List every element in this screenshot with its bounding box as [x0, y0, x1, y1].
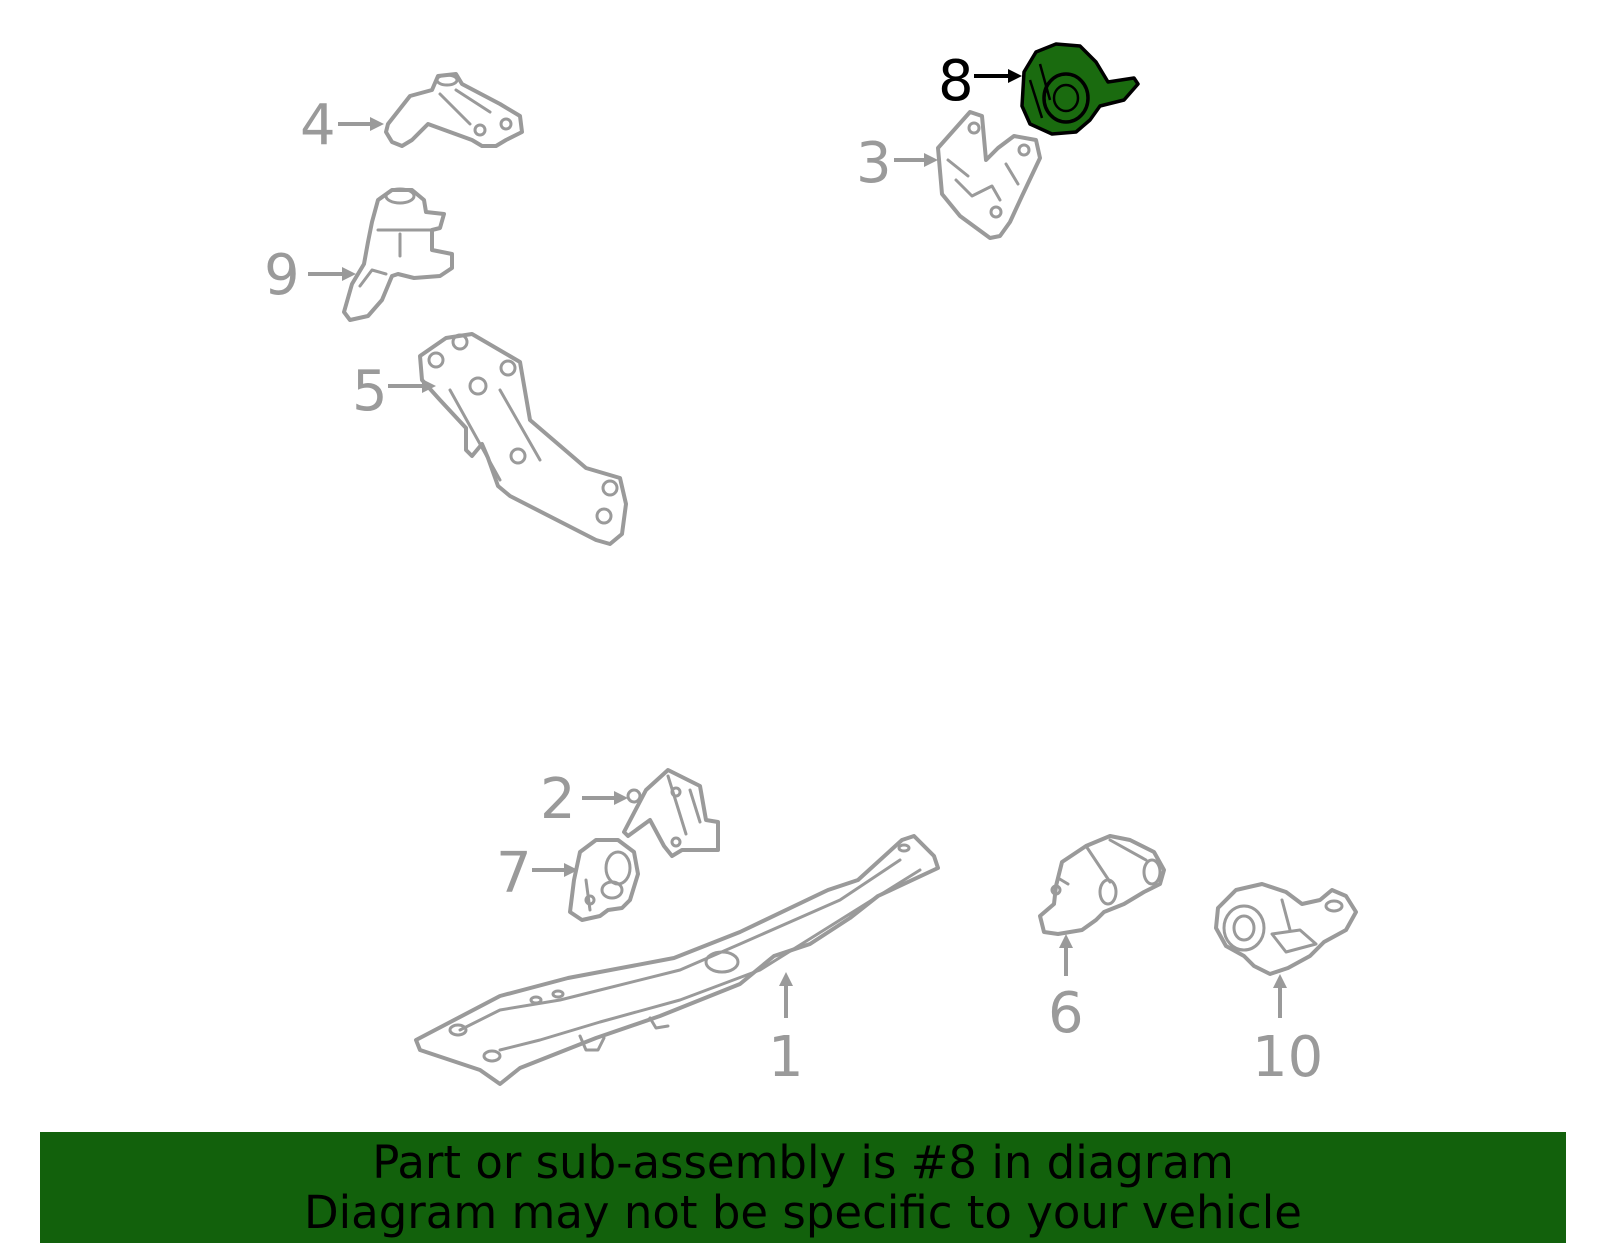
callout-arrow-5	[388, 379, 436, 393]
part-1-crossmember[interactable]	[414, 834, 940, 1086]
part-9-mount[interactable]	[342, 187, 454, 322]
part-6-mount[interactable]	[1038, 834, 1166, 936]
part-8-transmission-mount[interactable]	[1020, 42, 1140, 136]
banner-line-disclaimer: Diagram may not be specific to your vehi…	[304, 1186, 1302, 1239]
callout-arrow-7	[532, 863, 578, 877]
part-3-bracket[interactable]	[936, 110, 1042, 240]
callout-arrow-9	[308, 267, 356, 281]
callout-label-1: 1	[768, 1025, 804, 1090]
callout-label-8: 8	[938, 49, 974, 114]
callout-arrow-8	[974, 69, 1022, 83]
info-banner: Part or sub-assembly is #8 in diagram Di…	[40, 1132, 1566, 1243]
callout-arrow-2	[582, 791, 628, 805]
part-2-bracket[interactable]	[622, 768, 720, 858]
callout-arrow-4	[338, 117, 384, 131]
part-10-mount[interactable]	[1214, 882, 1358, 976]
callout-label-3: 3	[856, 131, 892, 196]
callout-label-6: 6	[1048, 981, 1084, 1046]
part-7-mount[interactable]	[568, 838, 640, 922]
callout-arrow-1	[779, 972, 793, 1018]
callout-label-2: 2	[540, 767, 576, 832]
callout-label-10: 10	[1252, 1025, 1323, 1090]
callout-arrow-6	[1059, 934, 1073, 976]
part-4-bracket[interactable]	[384, 72, 524, 148]
banner-line-part: Part or sub-assembly is #8 in diagram	[372, 1136, 1234, 1189]
part-5-bracket[interactable]	[418, 332, 628, 546]
callout-label-4: 4	[300, 93, 336, 158]
callout-label-9: 9	[264, 243, 300, 308]
callout-arrow-3	[894, 153, 938, 167]
callout-arrow-10	[1273, 974, 1287, 1018]
callout-label-7: 7	[496, 841, 532, 906]
callout-label-5: 5	[352, 359, 388, 424]
